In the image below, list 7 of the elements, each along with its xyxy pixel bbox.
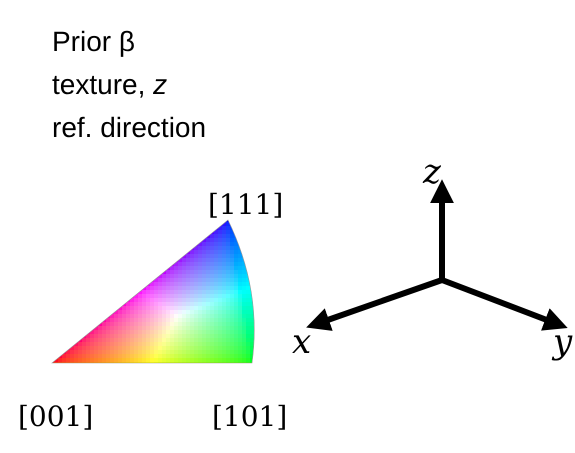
title-text: Prior β texture, z ref. direction (52, 25, 206, 145)
direction-label: [101] (212, 400, 288, 434)
axis-label: z (423, 152, 441, 193)
axis-label: x (292, 322, 312, 363)
axis-label: y (553, 322, 572, 363)
direction-label: [001] (18, 400, 94, 434)
direction-label: [111] (208, 188, 284, 222)
